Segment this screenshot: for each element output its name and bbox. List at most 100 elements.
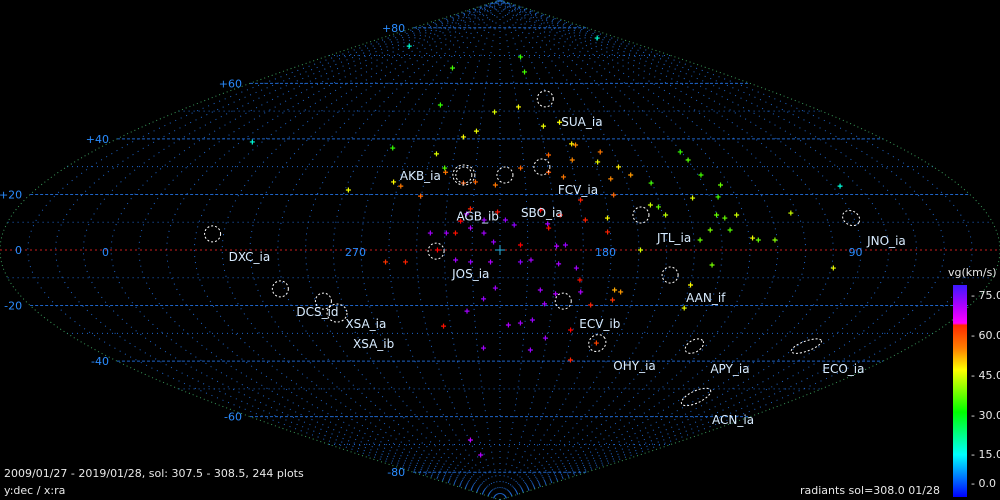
radiant-point (449, 65, 455, 71)
radiant-point (505, 322, 511, 328)
axis-info: y:dec / x:ra (4, 484, 66, 497)
radiant-point (453, 257, 459, 263)
shower-circle (455, 166, 473, 184)
radiant-point (688, 282, 694, 288)
radiant-point (522, 69, 528, 75)
radiant-point (605, 229, 611, 235)
dec-tick-label: 0 (15, 244, 22, 257)
radiant-point (488, 259, 494, 265)
meridian-line (471, 0, 501, 500)
radiant-point (772, 237, 778, 243)
radiant-point (597, 149, 603, 155)
shower-label: DCS_id (296, 305, 338, 319)
meridian-line (388, 0, 501, 500)
radiant-point (452, 230, 458, 236)
shower-label: ECO_ia (822, 362, 864, 376)
radiant-point (638, 247, 643, 253)
radiant-point (492, 182, 498, 188)
radiant-point (569, 157, 575, 163)
shower-label: SBO_ia (521, 206, 563, 220)
radiant-point (593, 340, 599, 346)
shower-circle (496, 166, 514, 184)
radiant-point (837, 183, 843, 189)
radiant-point (472, 179, 478, 185)
meridian-line (277, 0, 501, 500)
radiant-point (473, 128, 479, 134)
radiant-point (681, 305, 687, 311)
radiant-point (460, 134, 466, 140)
radiant-point (517, 320, 523, 326)
radiant-point (556, 261, 562, 267)
shower-circle (536, 90, 554, 108)
radiant-point (568, 327, 574, 333)
radiant-point (478, 452, 484, 458)
shower-label: OHY_ia (613, 359, 656, 373)
map-outline (0, 0, 501, 500)
meridian-line (499, 0, 834, 500)
radiant-point (528, 257, 534, 263)
radiant-point (468, 225, 474, 231)
colorbar-title: vg(km/s) (948, 266, 997, 279)
radiant-point (495, 209, 501, 215)
colorbar-tick: - 15.0 (971, 448, 1000, 461)
radiant-point (418, 193, 424, 199)
radiant-point (709, 262, 715, 268)
meridian-line (416, 0, 501, 500)
shower-circle (632, 206, 650, 224)
radiant-point (648, 180, 654, 186)
shower-label: FCV_ia (558, 183, 598, 197)
radiant-point (433, 151, 439, 157)
shower-circle (554, 292, 572, 310)
radiant-point (518, 54, 524, 60)
radiant-point (647, 202, 653, 208)
radiant-point (611, 192, 617, 198)
radiant-point (443, 169, 449, 175)
radiant-point (481, 230, 487, 236)
radiant-point (567, 357, 573, 363)
dec-tick-label: +40 (86, 133, 109, 146)
radiant-point (594, 35, 600, 41)
radiant-point (722, 215, 728, 221)
radiant-point (663, 212, 669, 218)
meridian-line (499, 0, 862, 500)
radiant-point (788, 210, 794, 216)
meridian-line (499, 0, 557, 500)
ra-tick-label: 270 (345, 246, 366, 259)
dec-tick-label: -40 (91, 355, 109, 368)
shower-label: AAN_if (686, 291, 726, 305)
radiant-point (655, 204, 661, 210)
map-outline (499, 0, 1000, 500)
radiant-point (618, 289, 624, 295)
radiant-point (573, 142, 579, 148)
date-range-info: 2009/01/27 - 2019/01/28, sol: 307.5 - 30… (4, 467, 304, 480)
radiant-point (595, 159, 601, 165)
meridian-line (27, 0, 501, 500)
shower-label: XSA_ib (353, 337, 394, 351)
shower-circle (427, 242, 445, 260)
radiant-point (537, 287, 543, 293)
shower-label: JOS_ia (451, 267, 489, 281)
radiant-point (714, 212, 720, 218)
radiant-point (610, 297, 616, 303)
radiant-point (577, 277, 583, 283)
radiant-point (750, 235, 756, 241)
dec-tick-label: +80 (382, 22, 405, 35)
radiant-point (481, 217, 487, 223)
radiant-point (468, 259, 474, 265)
radiant-point (545, 221, 551, 227)
radiant-point (546, 225, 552, 231)
dec-tick-label: +20 (0, 188, 22, 201)
radiant-point (441, 323, 447, 329)
radiant-point (464, 308, 470, 314)
shower-circle (204, 225, 222, 243)
meridian-line (499, 0, 640, 500)
meridian-line (499, 0, 918, 500)
meridian-line (221, 0, 501, 500)
radiant-point (515, 104, 521, 110)
shower-label: JTL_ia (656, 231, 691, 245)
shower-label: SUA_ia (561, 115, 602, 129)
colorbar-tick: - 0.0 (971, 477, 996, 490)
radiant-point (562, 242, 568, 248)
colorbar-tick: - 60.0 (971, 329, 1000, 342)
